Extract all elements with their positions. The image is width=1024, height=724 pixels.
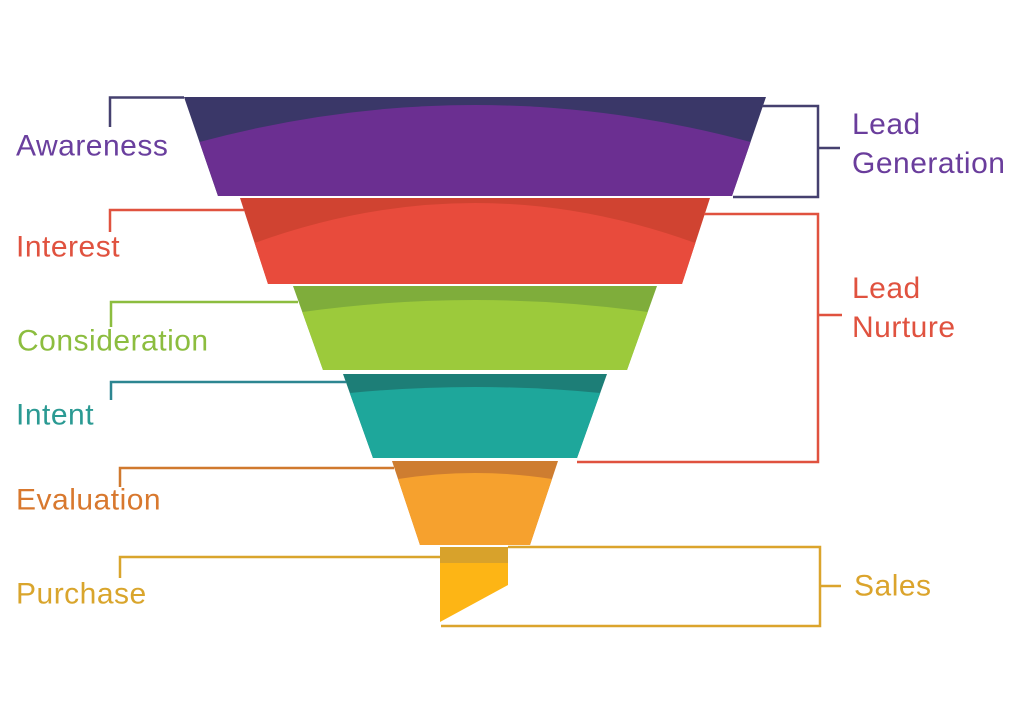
stage-label-intent: Intent — [16, 398, 95, 432]
group-label-lead-nurture: Lead Nurture — [852, 272, 956, 344]
intent-bracket — [109, 380, 346, 400]
stage-label-evaluation: Evaluation — [16, 483, 162, 517]
stage-label-interest: Interest — [16, 230, 121, 264]
interest-band-body — [254, 203, 696, 284]
purchase-spout-body — [440, 547, 508, 622]
evaluation-bracket — [118, 466, 394, 487]
awareness-band-body — [199, 105, 751, 196]
evaluation-band-body — [398, 473, 552, 545]
awareness-bracket — [108, 96, 184, 127]
group-label-lead-generation: Lead Generation — [852, 108, 1006, 180]
lead-nurture-bracket — [577, 212, 820, 464]
stage-label-consideration: Consideration — [17, 324, 209, 358]
consideration-bracket — [109, 300, 298, 327]
intent-band-body — [349, 387, 601, 458]
purchase-spout-lip — [440, 547, 508, 563]
interest-bracket — [108, 208, 244, 232]
lead-generation-bracket — [733, 104, 820, 199]
stage-label-awareness: Awareness — [16, 129, 169, 163]
stage-label-purchase: Purchase — [16, 577, 147, 611]
consideration-band-body — [302, 300, 648, 370]
purchase-bracket — [118, 555, 440, 578]
group-label-sales: Sales — [854, 569, 932, 603]
